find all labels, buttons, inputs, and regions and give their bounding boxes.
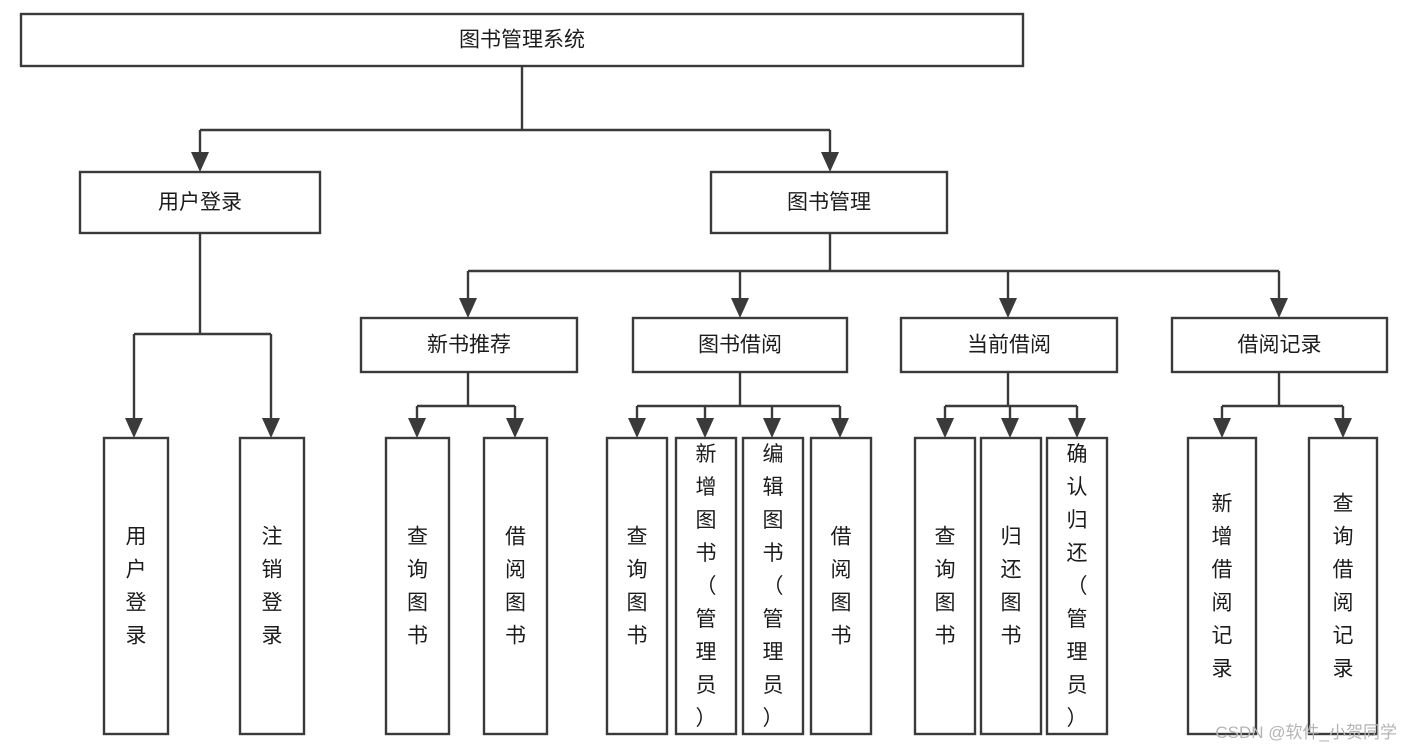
node-level2-1[interactable]: 图书管理: [709, 170, 949, 235]
arrow-head-icon: [1270, 298, 1288, 318]
node-box: [899, 316, 1119, 374]
node-box: [1045, 436, 1109, 736]
node-box: [78, 170, 322, 235]
node-label: 编辑图书（管理员）: [763, 443, 784, 730]
node-level3-1[interactable]: 图书借阅: [631, 316, 849, 374]
arrow-head-icon: [1213, 418, 1231, 438]
node-box: [19, 12, 1025, 68]
node-box: [1186, 436, 1258, 736]
arrow-head-icon: [936, 418, 954, 438]
node-leaf-1[interactable]: 注销登录: [238, 436, 306, 736]
csdn-watermark: CSDN @软件_小贺同学: [1215, 723, 1397, 742]
arrow-head-icon: [506, 418, 524, 438]
arrow-head-icon: [763, 418, 781, 438]
arrow-head-icon: [191, 152, 209, 172]
node-box: [384, 436, 451, 736]
node-label: 查询图书: [627, 525, 648, 647]
node-label: 图书借阅: [698, 334, 782, 357]
node-leaf-3[interactable]: 借阅图书: [482, 436, 549, 736]
node-level3-2[interactable]: 当前借阅: [899, 316, 1119, 374]
node-box: [674, 436, 738, 736]
arrow-head-icon: [459, 298, 477, 318]
node-level3-0[interactable]: 新书推荐: [359, 316, 579, 374]
arrow-head-icon: [1068, 418, 1086, 438]
node-box: [605, 436, 669, 736]
node-label: 查询图书: [935, 525, 956, 647]
node-box: [979, 436, 1043, 736]
node-leaf-9[interactable]: 归还图书: [979, 436, 1043, 736]
arrow-head-icon: [1001, 418, 1019, 438]
node-box: [1307, 436, 1379, 736]
arrow-head-icon: [821, 152, 839, 172]
arrow-head-icon: [696, 418, 714, 438]
node-label: 新增图书（管理员）: [696, 443, 717, 730]
node-label: 借阅图书: [831, 525, 852, 647]
arrow-head-icon: [628, 418, 646, 438]
node-box: [809, 436, 873, 736]
node-leaf-5[interactable]: 新增图书（管理员）: [674, 436, 738, 736]
arrow-head-icon: [262, 418, 280, 438]
node-leaf-8[interactable]: 查询图书: [913, 436, 977, 736]
node-label: 当前借阅: [967, 334, 1051, 357]
node-label: 图书管理: [787, 191, 871, 214]
arrow-head-icon: [831, 418, 849, 438]
node-label: 用户登录: [126, 525, 147, 647]
node-label: 查询图书: [407, 525, 428, 647]
node-label: 确认归还（管理员）: [1067, 443, 1088, 730]
arrow-head-icon: [731, 298, 749, 318]
node-box: [741, 436, 805, 736]
node-box: [1170, 316, 1389, 374]
node-level2-0[interactable]: 用户登录: [78, 170, 322, 235]
node-level3-3[interactable]: 借阅记录: [1170, 316, 1389, 374]
node-label: 用户登录: [158, 191, 242, 214]
node-root-0[interactable]: 图书管理系统: [19, 12, 1025, 68]
node-leaf-11[interactable]: 新增借阅记录: [1186, 436, 1258, 736]
arrow-head-icon: [1334, 418, 1352, 438]
node-leaf-4[interactable]: 查询图书: [605, 436, 669, 736]
node-box: [631, 316, 849, 374]
arrow-head-icon: [125, 418, 143, 438]
node-label: 新增借阅记录: [1212, 492, 1233, 680]
node-label: 借阅图书: [505, 525, 526, 647]
node-leaf-6[interactable]: 编辑图书（管理员）: [741, 436, 805, 736]
node-label: 注销登录: [262, 525, 283, 647]
node-box: [359, 316, 579, 374]
node-leaf-10[interactable]: 确认归还（管理员）: [1045, 436, 1109, 736]
node-box: [482, 436, 549, 736]
node-label: 图书管理系统: [459, 29, 585, 52]
node-label: 借阅记录: [1238, 334, 1322, 357]
node-layer: 图书管理系统用户登录图书管理新书推荐图书借阅当前借阅借阅记录用户登录注销登录查询…: [19, 12, 1389, 736]
node-leaf-0[interactable]: 用户登录: [102, 436, 170, 736]
node-label: 查询借阅记录: [1333, 492, 1354, 680]
connector-layer: [125, 66, 1352, 438]
node-box: [102, 436, 170, 736]
node-label: 新书推荐: [427, 334, 511, 357]
arrow-head-icon: [408, 418, 426, 438]
node-box: [238, 436, 306, 736]
node-leaf-7[interactable]: 借阅图书: [809, 436, 873, 736]
node-leaf-2[interactable]: 查询图书: [384, 436, 451, 736]
node-box: [709, 170, 949, 235]
arrow-head-icon: [999, 298, 1017, 318]
node-label: 归还图书: [1001, 525, 1022, 647]
node-box: [913, 436, 977, 736]
node-leaf-12[interactable]: 查询借阅记录: [1307, 436, 1379, 736]
